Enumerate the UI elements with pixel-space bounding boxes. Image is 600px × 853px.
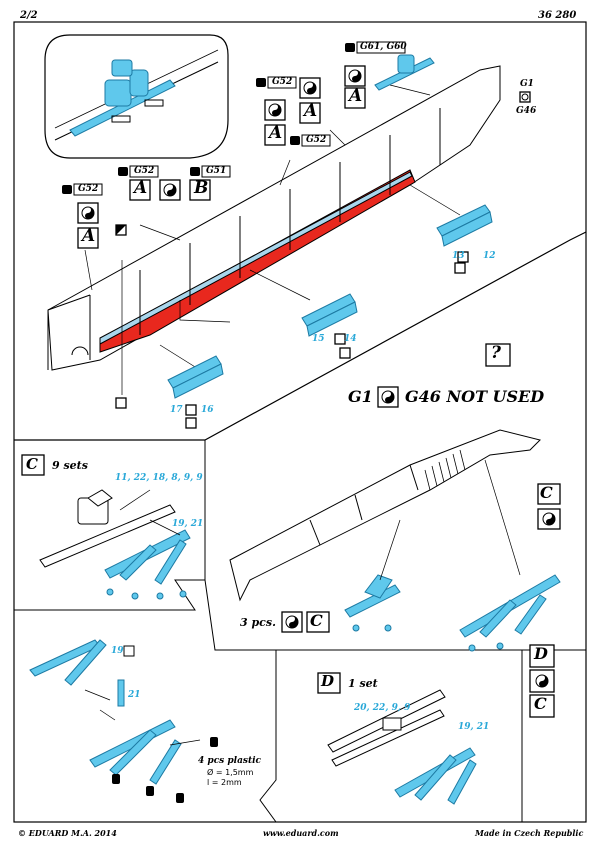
pe-grate-15 bbox=[301, 293, 358, 337]
part-12: 12 bbox=[483, 251, 496, 261]
part-14: 14 bbox=[344, 334, 357, 344]
section-d-codes-a: 20, 22, 9, 9 bbox=[354, 703, 411, 713]
callout-g52-mid: G52 bbox=[306, 135, 327, 145]
main-hull bbox=[47, 65, 501, 371]
website-url: www.eduard.com bbox=[263, 828, 339, 838]
callout-g52-top: G52 bbox=[272, 77, 293, 87]
section-c-codes-a: 11, 22, 18, 8, 9, 9 bbox=[115, 473, 203, 483]
callout-g46: G46 bbox=[516, 106, 537, 116]
plastic-pins bbox=[112, 737, 218, 803]
box-c-right bbox=[537, 483, 561, 505]
divider-top bbox=[14, 231, 587, 441]
letter-d-right: D bbox=[534, 644, 548, 663]
question-mark: ? bbox=[491, 343, 501, 363]
letter-c-bottom: C bbox=[534, 694, 547, 713]
section-c-title: 9 sets bbox=[52, 459, 88, 472]
section-c-codes-b: 19, 21 bbox=[172, 519, 204, 529]
mid-grille bbox=[424, 449, 466, 491]
letter-a-2: A bbox=[304, 101, 318, 121]
not-used-g1: G1 bbox=[348, 387, 373, 406]
section-d-letter: D bbox=[321, 672, 335, 690]
box-c-3pcs bbox=[306, 611, 330, 633]
part-16: 16 bbox=[201, 405, 214, 415]
section-d-codes-b: 19, 21 bbox=[458, 722, 490, 732]
inset-pe-part bbox=[69, 59, 176, 137]
page-frame bbox=[13, 21, 587, 823]
lower-code-21: 21 bbox=[128, 690, 141, 700]
pe-part-g61 bbox=[374, 54, 435, 91]
pcs-label: 3 pcs. bbox=[240, 616, 276, 629]
plastic-length: l = 2mm bbox=[207, 778, 242, 787]
copyright: © EDUARD M.A. 2014 bbox=[18, 828, 117, 838]
letter-a-4: A bbox=[134, 178, 148, 198]
divider-c-box bbox=[14, 440, 206, 611]
mid-hull bbox=[229, 429, 541, 602]
origin-label: Made in Czech Republic bbox=[475, 828, 584, 838]
plastic-title: 4 pcs plastic bbox=[198, 756, 262, 766]
letter-a-5: A bbox=[82, 226, 96, 246]
letter-a-1: A bbox=[349, 86, 363, 106]
section-c-letter: C bbox=[26, 455, 38, 473]
pe-grate-13 bbox=[436, 204, 493, 247]
callout-g61-g60: G61, G60 bbox=[360, 42, 407, 52]
half-symbols bbox=[81, 69, 529, 404]
callout-g52-far: G52 bbox=[78, 184, 99, 194]
section-c-part bbox=[39, 489, 176, 568]
section-d-pe bbox=[394, 747, 477, 805]
section-d-part bbox=[327, 689, 446, 767]
divider-mid bbox=[204, 579, 586, 651]
part-15: 15 bbox=[312, 334, 325, 344]
section-c-box bbox=[21, 454, 45, 476]
section-c-pe bbox=[104, 529, 191, 600]
callout-g1: G1 bbox=[520, 79, 534, 89]
letter-a-3: A bbox=[269, 123, 283, 143]
lower-left-pe bbox=[29, 639, 182, 785]
section-d-title: 1 set bbox=[348, 677, 378, 690]
callout-g52-left: G52 bbox=[134, 166, 155, 176]
not-used-g46: G46 NOT USED bbox=[405, 387, 545, 406]
lower-code-19: 19 bbox=[111, 646, 124, 656]
pe-grate-17 bbox=[167, 355, 224, 399]
letter-b: B bbox=[194, 178, 209, 198]
part-17: 17 bbox=[170, 405, 183, 415]
tag-icons bbox=[62, 43, 355, 235]
letter-c-right: C bbox=[540, 483, 553, 502]
mid-pe-parts bbox=[344, 574, 561, 652]
divider-d bbox=[259, 650, 277, 823]
page-number: 2/2 bbox=[20, 10, 38, 21]
callout-g51: G51 bbox=[206, 166, 227, 176]
detail-inset bbox=[44, 34, 229, 159]
plastic-diameter: Ø = 1,5mm bbox=[207, 768, 254, 777]
callout-boxes bbox=[77, 65, 531, 429]
product-code: 36 280 bbox=[538, 10, 577, 21]
part-13: 13 bbox=[452, 251, 465, 261]
letter-c-3pcs: C bbox=[310, 611, 323, 630]
